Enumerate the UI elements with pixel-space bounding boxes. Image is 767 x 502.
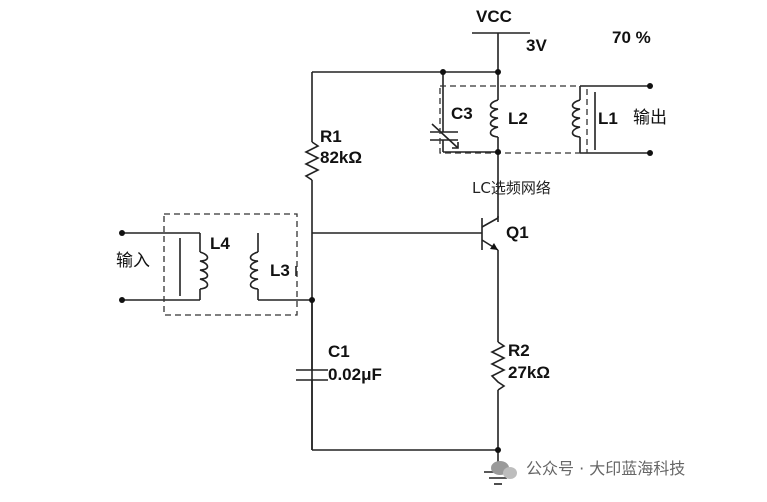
c3-label: C3 — [451, 104, 473, 123]
inductor-l3 — [249, 233, 312, 301]
c1-label: C1 — [328, 342, 350, 361]
capacitor-c1 — [296, 300, 328, 450]
l2-label: L2 — [508, 109, 528, 128]
output-terminal-top[interactable] — [647, 83, 653, 89]
inductor-l1 — [571, 85, 650, 154]
c1-value-label: 0.02μF — [328, 365, 382, 384]
transistor-q1 — [312, 216, 499, 342]
watermark-text: 公众号 · 大印蓝海科技 — [526, 459, 685, 478]
vcc-label: VCC — [476, 7, 512, 26]
junction-c3-bottom — [495, 149, 501, 155]
input-transformer-box — [163, 213, 298, 316]
r2-value-label: 27kΩ — [508, 363, 550, 382]
variable-capacitor-c3 — [430, 118, 459, 149]
r2-label: R2 — [508, 341, 530, 360]
output-label: 输出 — [633, 108, 667, 128]
input-terminal-bottom[interactable] — [119, 297, 125, 303]
junction-c3-top — [440, 69, 446, 75]
junction-ground — [495, 447, 501, 453]
lc-tank-wiring — [442, 72, 499, 222]
lc-network-box — [439, 85, 588, 154]
vcc-supply — [472, 32, 530, 72]
output-terminal-bottom[interactable] — [647, 150, 653, 156]
l4-label: L4 — [210, 234, 230, 253]
l1-label: L1 — [598, 109, 618, 128]
r1-label: R1 — [320, 127, 342, 146]
lc-network-label: LC选频网络 — [472, 179, 551, 197]
wechat-icon — [491, 461, 517, 479]
l3-label: L3 — [270, 261, 290, 280]
percent-label: 70 % — [612, 28, 651, 47]
voltage-label: 3V — [526, 36, 547, 55]
junction-vcc — [495, 69, 501, 75]
input-terminal-top[interactable] — [119, 230, 125, 236]
junction-r1-base — [309, 297, 315, 303]
r1-value-label: 82kΩ — [320, 148, 362, 167]
inductor-l2 — [489, 99, 499, 138]
inductor-l4 — [122, 232, 209, 301]
input-label: 输入 — [116, 251, 150, 271]
q1-label: Q1 — [506, 223, 529, 242]
resistor-r2 — [490, 341, 506, 470]
